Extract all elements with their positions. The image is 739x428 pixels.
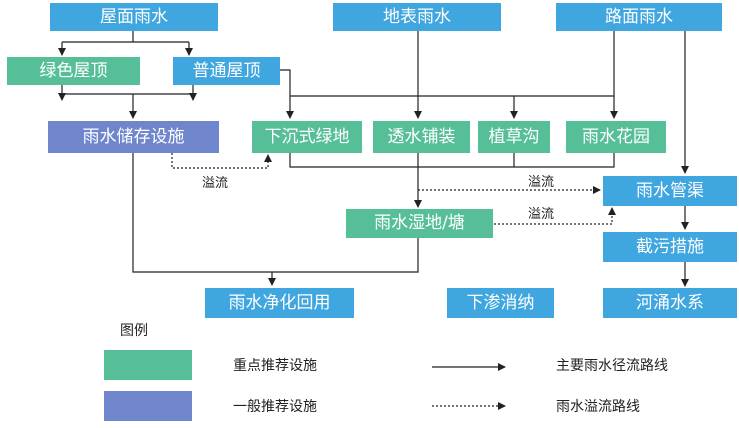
overflow-storage-to-sunken [171,153,272,169]
line-roof-split [62,31,189,55]
node-purify-reuse: 雨水净化回用 [205,288,354,318]
line-normal-to-sunken [280,69,294,119]
node-permeable-pavement: 透水铺装 [373,121,470,153]
line-wetland-to-reuse [272,238,419,273]
overflow-label-storage: 溢流 [202,176,229,191]
node-grass-swale: 植草沟 [478,121,550,153]
line-road-bus [290,31,615,97]
legend-key-label: 重点推荐设施 [233,358,317,374]
legend-title: 图例 [120,323,148,339]
node-road-rain: 路面雨水 [556,3,722,31]
legend-overflow-label: 雨水溢流路线 [556,399,640,415]
node-green-roof: 绿色屋顶 [7,57,140,85]
node-sunken-green: 下沉式绿地 [252,121,362,153]
legend-general-swatch [104,391,192,421]
line-lid-collector [289,153,615,168]
legend-general-label: 一般推荐设施 [233,399,317,415]
node-normal-roof: 普通屋顶 [173,57,280,85]
overflow-label-wetland: 溢流 [528,207,555,222]
node-infiltration: 下渗消纳 [447,288,554,318]
overflow-label-collector: 溢流 [528,175,555,190]
node-rain-channel: 雨水管渠 [603,176,737,206]
node-interception: 截污措施 [603,232,737,262]
node-wetland-pond: 雨水湿地/塘 [346,209,493,238]
line-roofs-merge [62,93,193,118]
node-rain-garden: 雨水花园 [566,121,666,153]
node-rain-storage: 雨水储存设施 [48,121,219,153]
node-river-system: 河涌水系 [603,288,737,318]
node-surface-rain: 地表雨水 [333,3,501,31]
line-storage-to-reuse [132,153,276,286]
legend-main-runoff-label: 主要雨水径流路线 [556,358,668,374]
node-roof-rain: 屋面雨水 [50,3,218,31]
legend-key-swatch [104,350,192,380]
overflow-wetland-to-channel [494,207,616,225]
